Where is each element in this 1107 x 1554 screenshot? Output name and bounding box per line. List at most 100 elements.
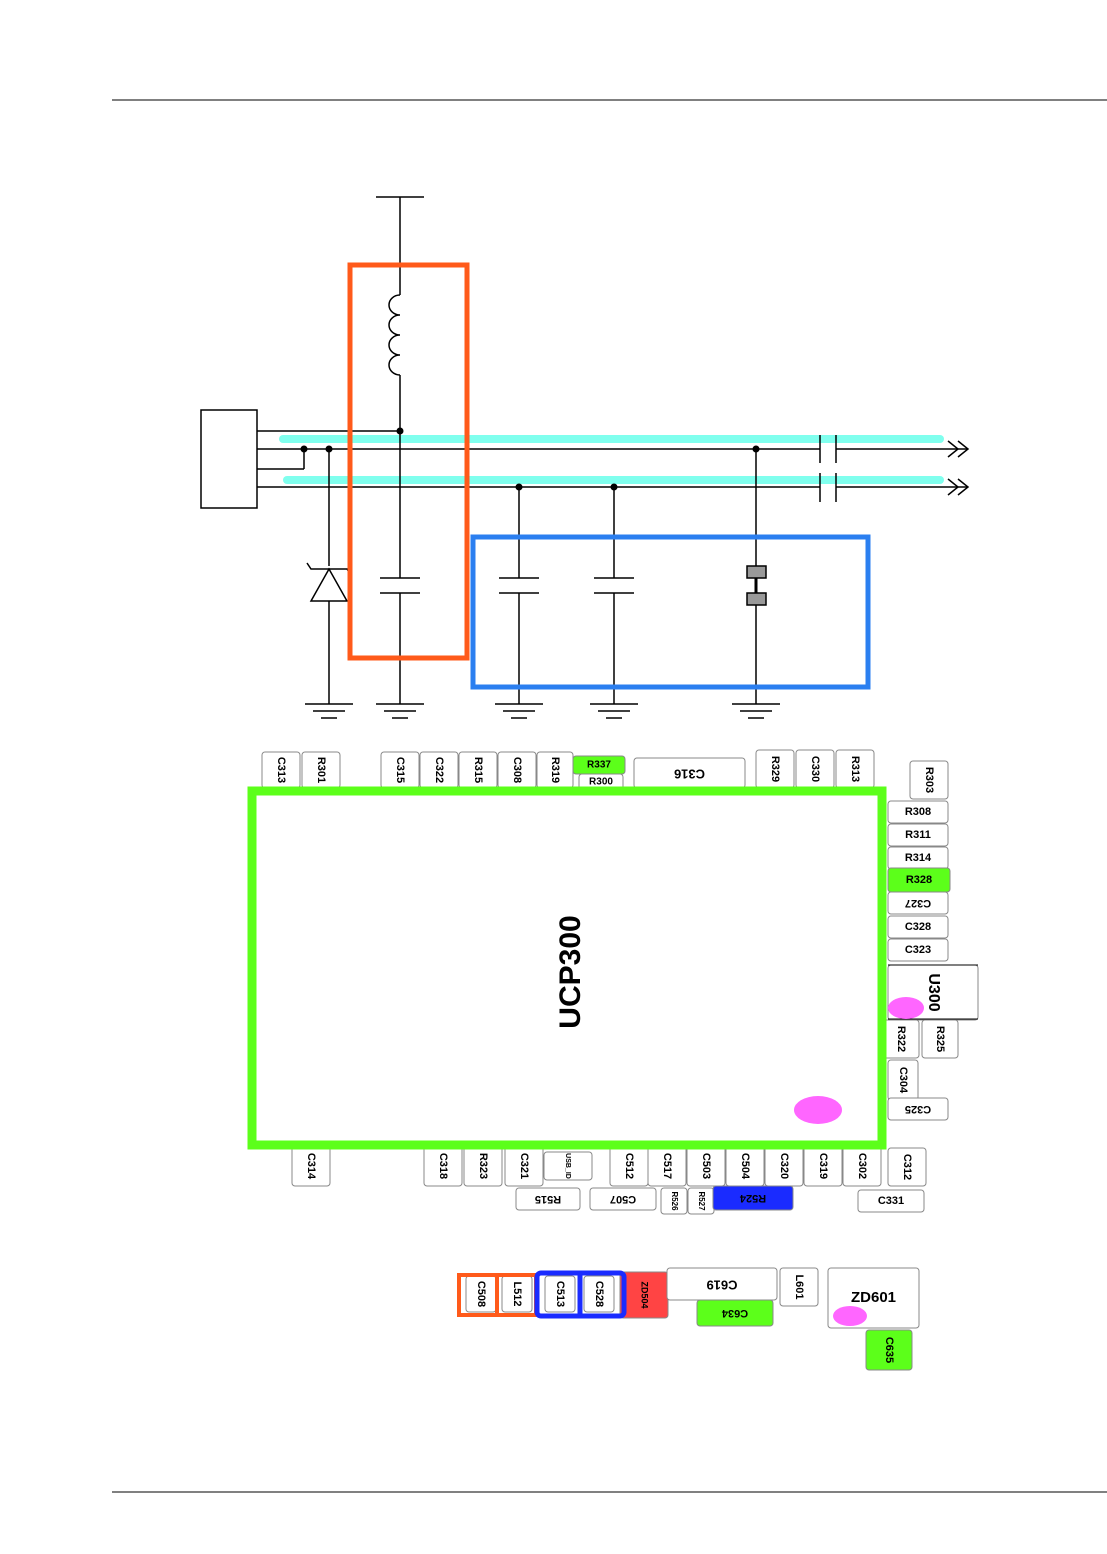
pad-label: C513 — [554, 1281, 566, 1307]
pad-label: R527 — [697, 1191, 706, 1211]
pad-label: C315 — [394, 757, 406, 783]
pad-c313: C313 — [261, 751, 301, 789]
pad-zd504: ZD504 — [619, 1271, 669, 1319]
pad-c312: C312 — [887, 1147, 927, 1187]
pad-label: R322 — [895, 1026, 907, 1052]
blue-highlight-box — [470, 534, 871, 690]
pad-label: C619 — [706, 1278, 737, 1293]
pad-label: R526 — [670, 1191, 679, 1211]
pad-r325: R325 — [921, 1019, 959, 1059]
pad-label: C508 — [475, 1281, 487, 1307]
pad-label: C314 — [305, 1153, 317, 1180]
pad-label: USB_ID — [564, 1153, 571, 1179]
series-capacitor-bottom — [819, 473, 970, 502]
zener-diode-symbol — [306, 449, 352, 704]
pad-label: C328 — [905, 921, 931, 933]
pad-label: ZD601 — [851, 1289, 896, 1306]
pad-c635: C635 — [865, 1329, 913, 1371]
pad-c321: C321 — [504, 1145, 544, 1187]
pad-c322: C322 — [419, 751, 459, 789]
pad-label: R515 — [535, 1193, 561, 1205]
pad-label: C319 — [817, 1153, 829, 1179]
inductor-symbol — [388, 294, 401, 376]
pad-c304: C304 — [887, 1059, 919, 1101]
pad-label: C512 — [623, 1153, 635, 1179]
pad-r311: R311 — [887, 823, 949, 847]
pad-label: R300 — [589, 777, 613, 788]
pad-c330: C330 — [795, 749, 835, 789]
pad-c314: C314 — [291, 1145, 331, 1187]
pad-c517: C517 — [647, 1145, 687, 1187]
pad-l512: L512 — [501, 1275, 533, 1313]
pad-label: C318 — [437, 1153, 449, 1179]
pad-label: C325 — [905, 1103, 931, 1115]
pad-r301: R301 — [301, 751, 341, 789]
pad-label: C330 — [809, 756, 821, 782]
pad-label: C320 — [778, 1153, 790, 1179]
pad-c316: C316 — [633, 757, 746, 789]
ucp300-highlight-box — [247, 786, 887, 1150]
pad-l601: L601 — [779, 1267, 819, 1307]
shunt-capacitor-3 — [594, 487, 634, 704]
pad-label: R315 — [472, 757, 484, 783]
pad-c327: C327 — [887, 891, 949, 915]
pad-label: C322 — [433, 757, 445, 783]
pad-label: R311 — [905, 829, 931, 841]
pad-label: C331 — [878, 1195, 904, 1207]
pad-r319: R319 — [536, 751, 574, 789]
pad-c619: C619 — [666, 1267, 778, 1301]
pad-label: C313 — [275, 757, 287, 783]
pad-label: R313 — [849, 756, 861, 782]
pad-label: U300 — [925, 973, 942, 1011]
fuse-element — [746, 449, 767, 704]
pad-label: L512 — [511, 1281, 523, 1306]
ground-symbols — [305, 703, 780, 719]
pad-c634: C634 — [696, 1299, 774, 1327]
pad-label: R308 — [905, 806, 931, 818]
pad-label: R524 — [739, 1192, 766, 1204]
pad-c308: C308 — [497, 751, 537, 789]
pad-label: R301 — [315, 757, 327, 783]
pad-label: C634 — [721, 1307, 748, 1319]
pad-label: C302 — [856, 1153, 868, 1179]
pad-c323: C323 — [887, 938, 949, 962]
pad-c318: C318 — [423, 1145, 463, 1187]
pad-label: C528 — [593, 1281, 605, 1307]
pink-marker-2 — [794, 1096, 842, 1124]
chip-label: UCP300 — [554, 915, 587, 1028]
pad-label: C308 — [511, 757, 523, 783]
pad-r337: R337 — [572, 755, 626, 775]
shunt-capacitor-1 — [380, 577, 420, 704]
pad-c508: C508 — [465, 1275, 497, 1313]
connector-box — [200, 409, 258, 509]
pad-r515: R515 — [515, 1187, 581, 1211]
pad-r323: R323 — [463, 1145, 503, 1187]
pad-label: C507 — [610, 1193, 636, 1205]
pad-label: R329 — [769, 756, 781, 782]
pad-r524: R524 — [712, 1185, 794, 1211]
orange-highlight-box — [347, 262, 470, 661]
pad-c513: C513 — [544, 1275, 576, 1313]
pad-label: C327 — [905, 897, 931, 909]
pad-label: L601 — [793, 1274, 805, 1299]
series-capacitor-top — [819, 435, 970, 463]
pad-label: R314 — [905, 852, 932, 864]
pad-label: C503 — [700, 1153, 712, 1179]
pad-r526: R526 — [660, 1187, 688, 1215]
pink-marker-3 — [833, 1306, 867, 1326]
pad-label: R337 — [587, 760, 611, 771]
pad-label: ZD504 — [640, 1281, 650, 1308]
pad-r322: R322 — [882, 1019, 920, 1059]
pad-label: C504 — [739, 1153, 751, 1180]
pad-label: R303 — [923, 767, 935, 793]
pad-c320: C320 — [764, 1145, 804, 1187]
pad-r328: R328 — [887, 867, 951, 893]
pad-c328: C328 — [887, 915, 949, 939]
pad-label: C323 — [905, 944, 931, 956]
schematic — [200, 196, 970, 719]
pad-r527: R527 — [687, 1187, 715, 1215]
pad-c331: C331 — [857, 1189, 925, 1213]
